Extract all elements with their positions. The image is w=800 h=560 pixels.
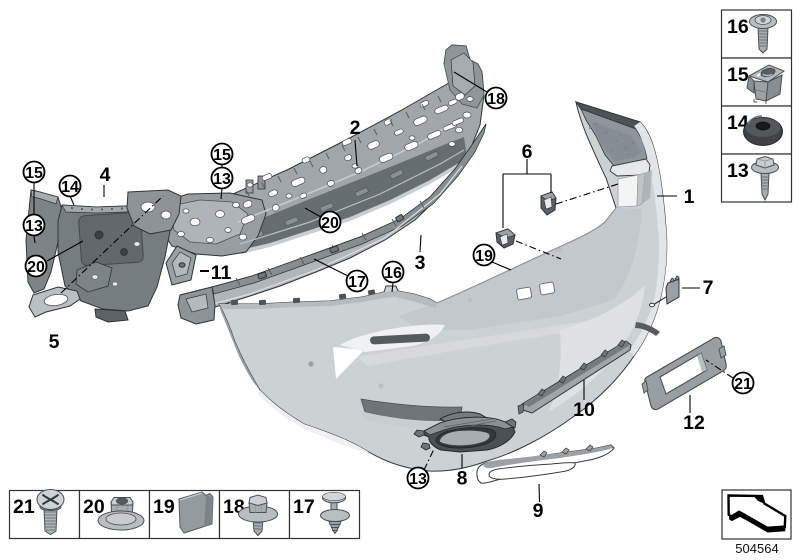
svg-text:14: 14 — [61, 179, 79, 196]
svg-text:13: 13 — [409, 471, 427, 488]
svg-text:21: 21 — [734, 376, 752, 393]
svg-text:18: 18 — [487, 91, 505, 108]
svg-text:10: 10 — [573, 399, 595, 421]
svg-text:17: 17 — [293, 496, 315, 518]
svg-text:7: 7 — [703, 277, 714, 299]
svg-text:13: 13 — [213, 171, 231, 188]
svg-text:15: 15 — [213, 147, 231, 164]
svg-text:19: 19 — [153, 496, 175, 518]
svg-text:13: 13 — [25, 218, 43, 235]
svg-text:15: 15 — [727, 64, 749, 86]
svg-text:2: 2 — [350, 117, 361, 139]
svg-text:20: 20 — [321, 215, 339, 232]
svg-text:19: 19 — [475, 248, 493, 265]
svg-text:4: 4 — [100, 164, 111, 186]
svg-text:6: 6 — [522, 141, 533, 163]
svg-text:11: 11 — [211, 262, 232, 284]
svg-text:8: 8 — [457, 468, 468, 490]
svg-text:15: 15 — [25, 165, 43, 182]
svg-text:17: 17 — [348, 274, 366, 291]
svg-text:14: 14 — [727, 112, 749, 134]
svg-text:3: 3 — [415, 252, 426, 274]
svg-text:504564: 504564 — [735, 541, 778, 556]
svg-text:20: 20 — [27, 259, 45, 276]
svg-text:12: 12 — [683, 412, 705, 434]
svg-text:21: 21 — [13, 496, 35, 518]
svg-text:16: 16 — [727, 16, 749, 38]
svg-text:16: 16 — [384, 265, 402, 282]
svg-text:20: 20 — [83, 496, 105, 518]
svg-text:1: 1 — [684, 186, 695, 208]
svg-text:5: 5 — [49, 331, 60, 353]
svg-text:9: 9 — [533, 500, 544, 522]
svg-text:13: 13 — [727, 160, 749, 182]
